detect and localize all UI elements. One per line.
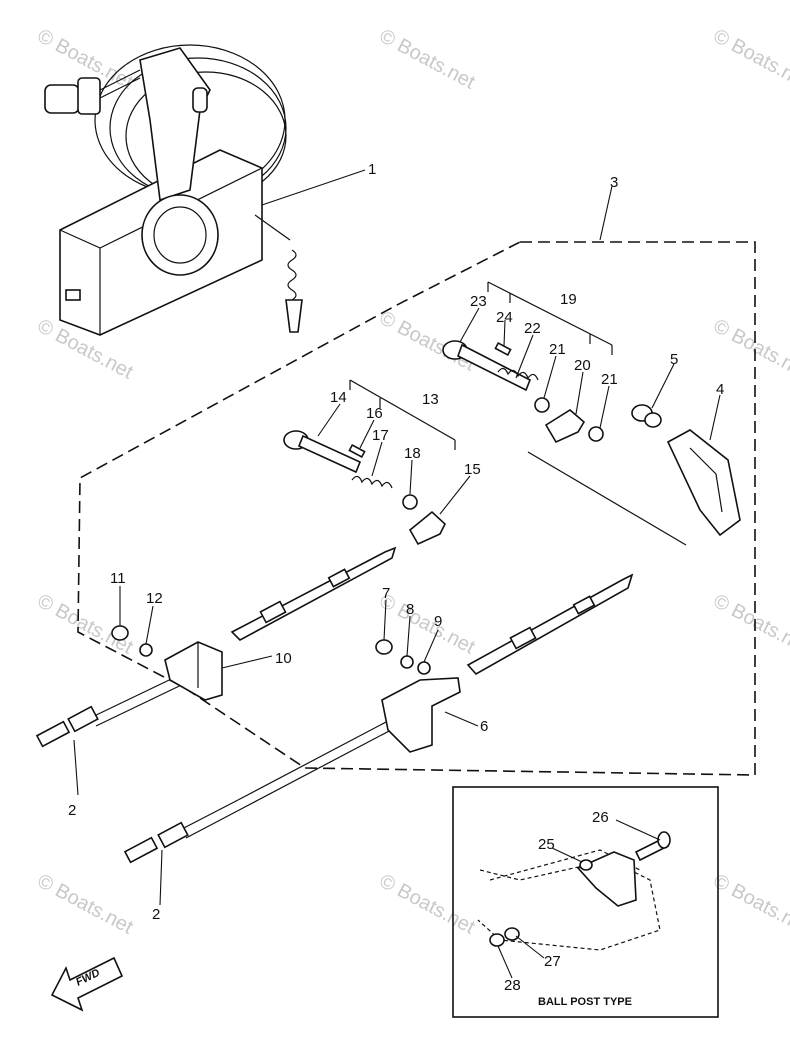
part-label-27: 27 bbox=[544, 953, 561, 970]
ball-post-inset: BALL POST TYPE bbox=[452, 786, 719, 1018]
part-label-24: 24 bbox=[496, 309, 513, 326]
part-label-12: 12 bbox=[146, 590, 163, 607]
part-label-9: 9 bbox=[434, 613, 442, 630]
part-label-17: 17 bbox=[372, 427, 389, 444]
part-label-4: 4 bbox=[716, 381, 724, 398]
part-label-18: 18 bbox=[404, 445, 421, 462]
part-label-5: 5 bbox=[670, 351, 678, 368]
watermark-layer: © Boats.net © Boats.net © Boats.net © Bo… bbox=[34, 25, 790, 939]
part-label-21: 21 bbox=[549, 341, 566, 358]
watermark: © Boats.net bbox=[376, 25, 479, 94]
part-label-25: 25 bbox=[538, 836, 555, 853]
watermark: © Boats.net bbox=[710, 870, 790, 939]
part-label-23: 23 bbox=[470, 293, 487, 310]
part-label-2: 2 bbox=[152, 906, 160, 923]
watermark: © Boats.net bbox=[34, 590, 137, 659]
part-label-6: 6 bbox=[480, 718, 488, 735]
group-brackets bbox=[349, 281, 613, 450]
part-label-2: 2 bbox=[68, 802, 76, 819]
part-label-16: 16 bbox=[366, 405, 383, 422]
part-label-3: 3 bbox=[610, 174, 618, 191]
inset-title: BALL POST TYPE bbox=[538, 996, 632, 1008]
part-label-14: 14 bbox=[330, 389, 347, 406]
part-label-7: 7 bbox=[382, 585, 390, 602]
cable-brackets bbox=[111, 625, 461, 753]
control-cables bbox=[35, 546, 634, 864]
lever-arm bbox=[631, 404, 741, 537]
part-label-22: 22 bbox=[524, 320, 541, 337]
watermark: © Boats.net bbox=[710, 25, 790, 94]
middle-rod-assembly bbox=[283, 430, 446, 546]
watermark: © Boats.net bbox=[34, 870, 137, 939]
remote-control-box bbox=[44, 44, 303, 336]
upper-rod-assembly bbox=[442, 340, 687, 546]
part-label-11: 11 bbox=[110, 570, 126, 587]
part-label-21: 21 bbox=[601, 371, 618, 388]
fwd-arrow: FWD bbox=[50, 956, 124, 1012]
watermark: © Boats.net bbox=[710, 590, 790, 659]
part-label-13: 13 bbox=[422, 391, 439, 408]
part-label-20: 20 bbox=[574, 357, 591, 374]
part-label-26: 26 bbox=[592, 809, 609, 826]
part-label-15: 15 bbox=[464, 461, 481, 478]
part-label-19: 19 bbox=[560, 291, 577, 308]
leader-lines bbox=[73, 169, 721, 906]
part-label-1: 1 bbox=[368, 161, 376, 178]
assembly-boundary bbox=[77, 241, 756, 776]
watermark: © Boats.net bbox=[376, 870, 479, 939]
watermark: © Boats.net bbox=[710, 315, 790, 384]
part-label-8: 8 bbox=[406, 601, 414, 618]
part-labels: 1 2 2 3 4 5 6 7 8 9 10 11 12 13 14 15 16… bbox=[68, 161, 724, 994]
part-label-28: 28 bbox=[504, 977, 521, 994]
watermark: © Boats.net bbox=[376, 307, 479, 376]
part-label-10: 10 bbox=[275, 650, 292, 667]
